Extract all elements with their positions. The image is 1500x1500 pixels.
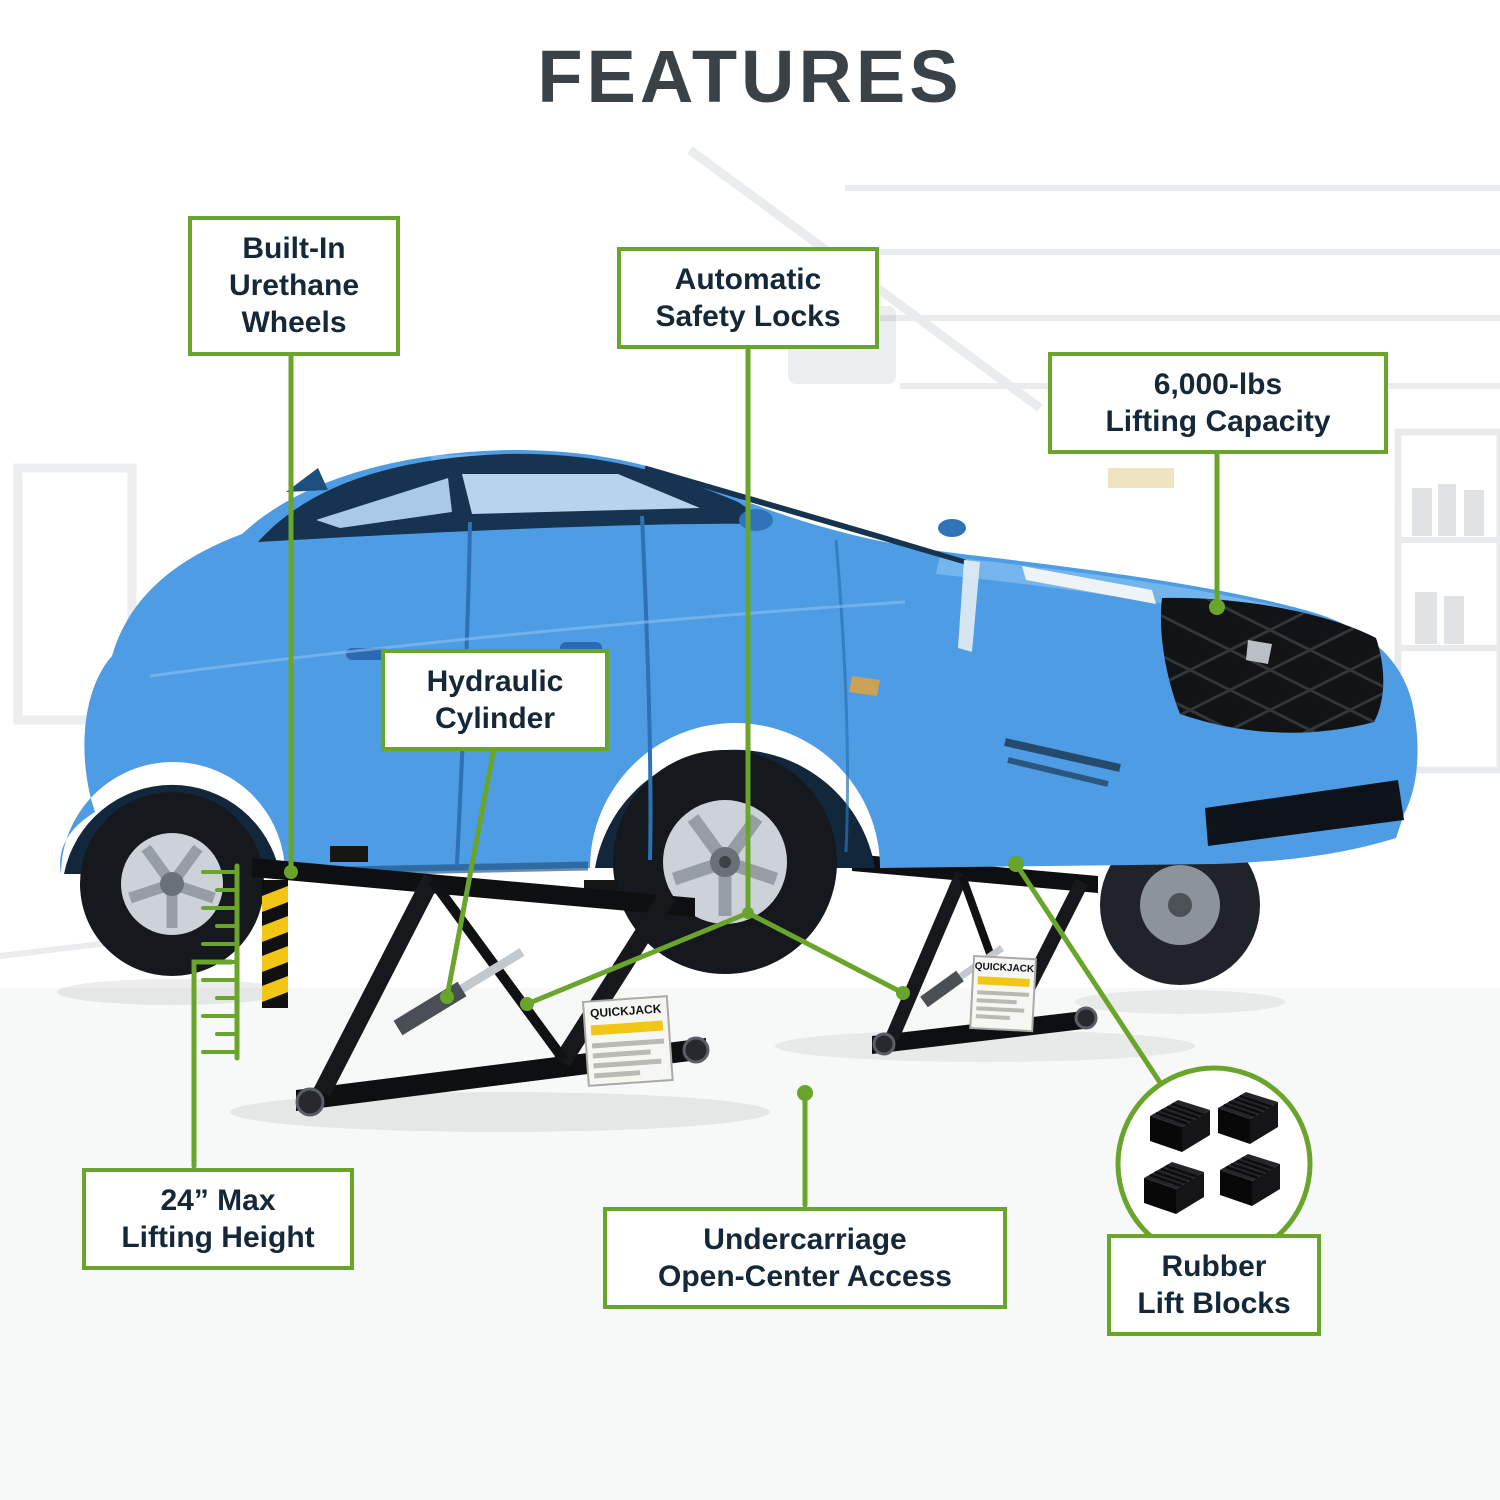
car-front-splitter <box>1205 780 1404 846</box>
callout-lifting-capacity-label: 6,000-lbs Lifting Capacity <box>1105 368 1331 439</box>
car-mirror-near <box>739 509 773 531</box>
callout-max-lifting-height: 24” Max Lifting Height <box>82 1168 354 1271</box>
page-title: FEATURES <box>537 35 963 118</box>
callout-rubber-lift-blocks-label: Rubber Lift Blocks <box>1137 1250 1291 1321</box>
car-body <box>60 450 1418 874</box>
callout-built-in-urethane-wheels: Built-In Urethane Wheels <box>188 216 400 356</box>
callout-hydraulic-cylinder: Hydraulic Cylinder <box>381 649 609 752</box>
car-headlight <box>1022 566 1156 604</box>
car-front-wheel <box>613 750 837 974</box>
lift-placard-text-near: QUICKJACK <box>590 1002 662 1021</box>
car-rear-wheel <box>80 792 264 976</box>
callout-max-lifting-height-label: 24” Max Lifting Height <box>121 1184 315 1255</box>
lift-frame-near: QUICKJACK <box>252 846 710 1117</box>
callout-undercarriage-access: Undercarriage Open-Center Access <box>603 1207 1007 1310</box>
callout-lifting-capacity: 6,000-lbs Lifting Capacity <box>1048 352 1388 455</box>
callout-hydraulic-cylinder-label: Hydraulic Cylinder <box>426 665 564 736</box>
car-emblem <box>1246 640 1272 664</box>
car-illustration <box>60 450 1418 976</box>
callout-automatic-safety-locks: Automatic Safety Locks <box>617 247 879 350</box>
callout-leader-lines <box>191 338 1225 1208</box>
car-mirror-far <box>938 519 966 537</box>
lift-placard-far: QUICKJACK <box>969 954 1037 1033</box>
rubber-lift-blocks-icon <box>1115 1065 1313 1263</box>
callout-built-in-urethane-wheels-label: Built-In Urethane Wheels <box>228 232 360 340</box>
lift-placard-near: QUICKJACK <box>581 995 674 1087</box>
hazard-stripe <box>262 880 288 1008</box>
car-drl-light <box>958 560 980 652</box>
callout-undercarriage-access-label: Undercarriage Open-Center Access <box>658 1223 952 1294</box>
urethane-wheel <box>295 1087 325 1117</box>
car-side-window-rear <box>316 478 452 528</box>
urethane-wheel <box>682 1036 710 1064</box>
car-side-window-front <box>462 474 700 514</box>
lift-placard-text-far: QUICKJACK <box>974 961 1035 975</box>
car-side-marker <box>849 676 880 696</box>
callout-rubber-lift-blocks: Rubber Lift Blocks <box>1107 1234 1321 1337</box>
car-antenna-fin <box>286 468 328 492</box>
car-far-front-wheel <box>1100 825 1260 985</box>
callout-automatic-safety-locks-label: Automatic Safety Locks <box>655 263 841 334</box>
